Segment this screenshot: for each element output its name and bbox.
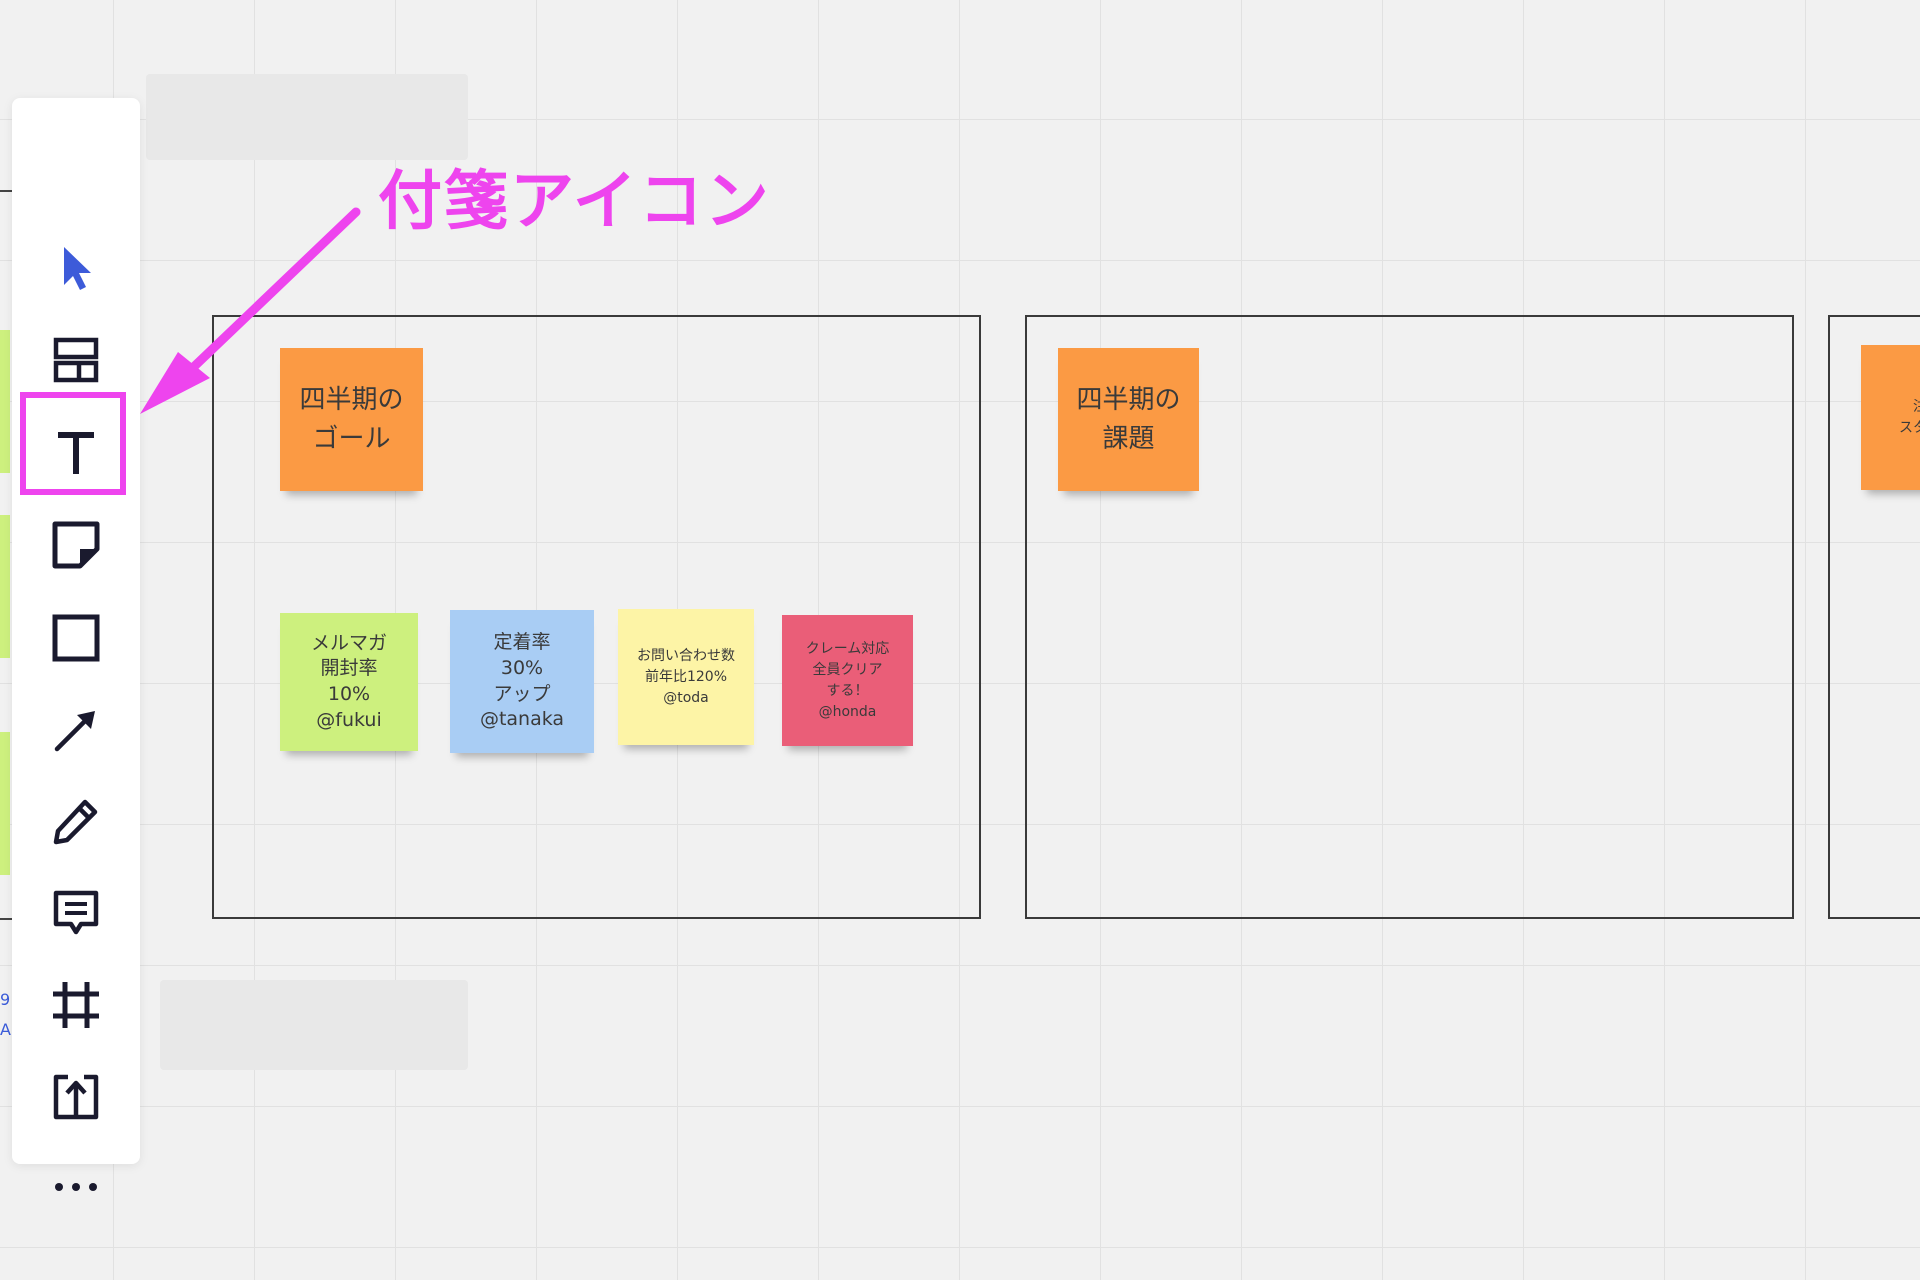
- sticky-note-header[interactable]: 四半期の ゴール: [280, 348, 423, 491]
- connection-line-tool-button[interactable]: [36, 695, 116, 765]
- placeholder-bar-top: [146, 74, 468, 160]
- annotation-label: 付箋アイコン: [378, 165, 771, 239]
- left-edge-link[interactable]: A: [0, 1020, 11, 1039]
- sticky-note[interactable]: メルマガ 開封率 10% @fukui: [280, 613, 418, 751]
- more-icon: [55, 1183, 97, 1191]
- frame-icon: [53, 982, 99, 1028]
- sticky-note-icon: [52, 521, 100, 569]
- pen-icon: [53, 799, 98, 845]
- toolbar: [12, 98, 140, 1191]
- select-tool-button[interactable]: [36, 233, 116, 303]
- sticky-note-tool-button[interactable]: [36, 510, 116, 580]
- more-tools-button[interactable]: [36, 1152, 116, 1222]
- comment-icon: [53, 890, 99, 935]
- sticky-note[interactable]: クレーム対応 全員クリア する！ @honda: [782, 615, 913, 746]
- shape-tool-button[interactable]: [36, 603, 116, 673]
- annotation-highlight-box: [20, 392, 126, 495]
- placeholder-bar-bottom: [160, 980, 468, 1070]
- sticky-note-header[interactable]: 四半期の 課題: [1058, 348, 1199, 491]
- upload-tool-button[interactable]: [36, 1062, 116, 1132]
- shape-rectangle-icon: [52, 614, 100, 662]
- left-edge-sticky[interactable]: [0, 515, 10, 658]
- templates-tool-button[interactable]: [36, 325, 116, 395]
- left-edge-line: [0, 918, 12, 920]
- frame-tool-button[interactable]: [36, 970, 116, 1040]
- left-edge-line: [0, 190, 12, 192]
- connection-arrow-icon: [54, 711, 95, 752]
- sticky-note-header[interactable]: 注 スター: [1861, 345, 1920, 490]
- text-icon: [58, 432, 94, 474]
- frame-partial[interactable]: [1828, 315, 1920, 919]
- sticky-note[interactable]: 定着率 30% アップ @tanaka: [450, 610, 594, 753]
- upload-icon: [53, 1074, 99, 1120]
- left-edge-sticky[interactable]: [0, 330, 10, 473]
- pen-tool-button[interactable]: [36, 786, 116, 856]
- select-cursor-icon: [64, 247, 91, 290]
- sticky-note[interactable]: お問い合わせ数 前年比120% @toda: [618, 609, 754, 745]
- frame-quarter-issues[interactable]: [1025, 315, 1794, 919]
- templates-icon: [53, 337, 99, 383]
- left-edge-link[interactable]: 9: [0, 990, 11, 1009]
- comment-tool-button[interactable]: [36, 878, 116, 948]
- frame-quarter-goals[interactable]: [212, 315, 981, 919]
- left-edge-sticky[interactable]: [0, 732, 10, 875]
- text-tool-button[interactable]: [36, 418, 116, 488]
